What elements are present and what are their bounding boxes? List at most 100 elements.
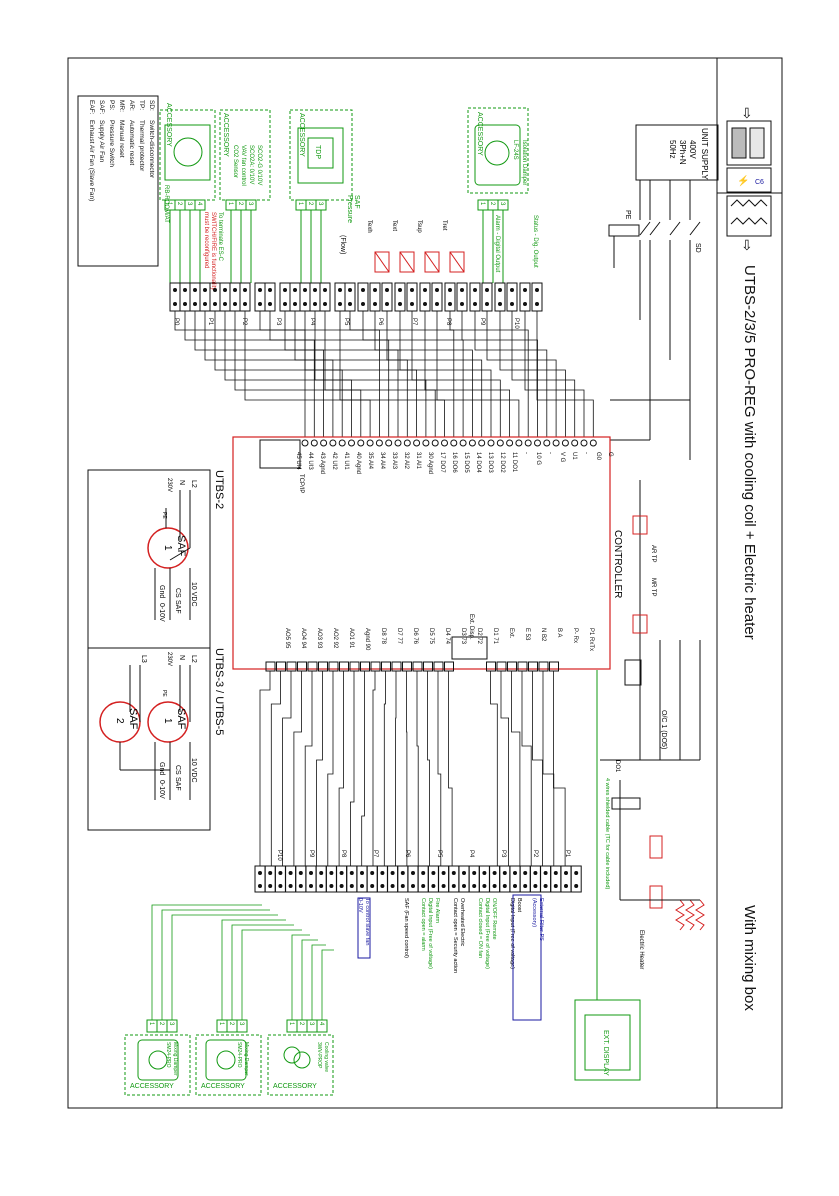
right-terminal-cell xyxy=(520,866,530,892)
controller-right-label: P1 RxTx xyxy=(588,628,594,651)
utbs2-fan-num: 1 xyxy=(162,545,173,551)
right-terminal-screw xyxy=(472,871,476,875)
utbs35-n: N xyxy=(178,655,185,660)
left-terminal-screw xyxy=(473,302,477,306)
controller-bottom-terminal xyxy=(382,662,391,671)
left-terminal-screw xyxy=(361,288,365,292)
left-terminal-screw xyxy=(523,302,527,306)
controller-left-label: 16 DO6 xyxy=(451,452,457,473)
right-wire xyxy=(362,671,365,866)
utbs2-ctrl: 0-10V xyxy=(158,603,165,622)
right-terminal-cell xyxy=(367,866,377,892)
right-terminal-cell xyxy=(571,866,581,892)
controller-right-label: AO5 95 xyxy=(284,628,290,649)
right-terminal-screw xyxy=(482,884,486,888)
left-terminal-screw xyxy=(498,302,502,306)
right-terminal-cell xyxy=(316,866,326,892)
svg-text:⚡: ⚡ xyxy=(737,174,749,187)
pe-terminal xyxy=(609,225,639,236)
controller-bottom-terminal xyxy=(434,662,443,671)
controller-left-label: 42 UI2 xyxy=(331,452,337,470)
controller-terminal xyxy=(572,440,578,446)
controller-terminal xyxy=(469,440,475,446)
bottom-pin-number: 4 xyxy=(318,1022,324,1026)
controller-left-label: 13 DO3 xyxy=(487,452,493,473)
utbs35-ctrl: 0-10V xyxy=(158,780,165,799)
controller-right-label: Agnd 90 xyxy=(364,628,370,651)
right-terminal-screw xyxy=(299,884,303,888)
right-terminal-screw xyxy=(370,884,374,888)
controller-left-label: - xyxy=(547,452,553,454)
left-terminal-label: P0 xyxy=(173,318,179,326)
accessory-pin-number: 1 xyxy=(479,202,485,206)
right-terminal-cell xyxy=(306,866,316,892)
mix2-accessory-label: ACCESSORY xyxy=(201,1083,245,1090)
controller-bottom-terminal xyxy=(340,662,349,671)
left-terminal-cell xyxy=(255,283,265,311)
controller-left-label: 45 UI4 xyxy=(295,452,301,470)
left-terminal-screw xyxy=(268,302,272,306)
left-terminal-screw xyxy=(303,288,307,292)
left-terminal-screw xyxy=(410,302,414,306)
left-terminal-screw xyxy=(435,302,439,306)
right-terminal-cell xyxy=(337,866,347,892)
left-terminal-cell xyxy=(220,283,230,311)
right-terminal-cell xyxy=(479,866,489,892)
left-terminal-screw xyxy=(485,288,489,292)
utbs35-l3: L3 xyxy=(140,655,147,663)
controller-right-label: D1 71 xyxy=(492,628,498,645)
di-label: Fire Alarm xyxy=(434,898,440,923)
controller-terminal xyxy=(442,440,448,446)
accessory-pin-number: 2 xyxy=(237,202,243,206)
damper-accessory-label: ACCESSORY xyxy=(476,112,483,156)
controller-bottom-terminal xyxy=(319,662,328,671)
rb-room-note3: must be reconfigured xyxy=(203,212,209,268)
right-terminal-label: P9 xyxy=(308,850,314,858)
bottom-pin-number: 3 xyxy=(238,1022,244,1026)
legend-code: TP: xyxy=(138,100,145,110)
left-terminal-cell xyxy=(290,283,300,311)
co2-accessory-label: ACCESSORY xyxy=(222,113,229,157)
right-terminal-screw xyxy=(340,884,344,888)
left-terminal-screw xyxy=(535,288,539,292)
utbs35-fan1-label: SAF xyxy=(175,708,187,730)
utbs2-n: N xyxy=(178,480,185,485)
left-terminal-label: P4 xyxy=(309,318,315,326)
right-wire xyxy=(428,671,430,866)
bottom-pin-number: 2 xyxy=(228,1022,234,1026)
right-terminal-cell xyxy=(428,866,438,892)
right-wire xyxy=(328,671,333,866)
legend-text: Exhaust Air Fan (Slave Fan) xyxy=(88,120,95,201)
bottom-pin-number: 1 xyxy=(288,1022,294,1026)
bottom-accessory-wires xyxy=(152,905,334,1020)
right-terminal-cell xyxy=(541,866,551,892)
cool-accessory-label: ACCESSORY xyxy=(273,1083,317,1090)
controller-bottom-terminal xyxy=(508,662,517,671)
ext-display-name: EXT. DISPLAY xyxy=(602,1030,609,1076)
right-terminal-screw xyxy=(574,884,578,888)
left-terminal-screw xyxy=(448,302,452,306)
left-terminal-cell xyxy=(280,283,290,311)
right-terminal-screw xyxy=(513,871,517,875)
right-terminal-screw xyxy=(329,884,333,888)
controller-bottom-terminal xyxy=(550,662,559,671)
left-terminal-screw xyxy=(313,288,317,292)
controller-right-label: AO4 94 xyxy=(300,628,306,649)
left-terminal-cell xyxy=(495,283,505,311)
accessory-damper: ACCESSORY Isolation Damper LF-24S xyxy=(468,108,528,193)
controller-bottom-terminal xyxy=(287,662,296,671)
left-terminal-screw xyxy=(323,288,327,292)
di-label: Digital Input (Free of voltage) xyxy=(509,898,515,969)
legend-code: SD: xyxy=(148,100,155,111)
right-terminal-screw xyxy=(513,884,517,888)
controller-bottom-terminal xyxy=(266,662,275,671)
left-terminal-cell xyxy=(335,283,345,311)
right-terminal-screw xyxy=(503,871,507,875)
bottom-pin-number: 2 xyxy=(298,1022,304,1026)
right-terminal-screw xyxy=(350,884,354,888)
controller-left-label: 41 UI1 xyxy=(343,452,349,470)
legend-code: PS: xyxy=(108,100,115,111)
diagram-subtitle: With mixing box xyxy=(741,905,758,1011)
right-terminal-cell xyxy=(490,866,500,892)
left-terminal-screw xyxy=(338,288,342,292)
